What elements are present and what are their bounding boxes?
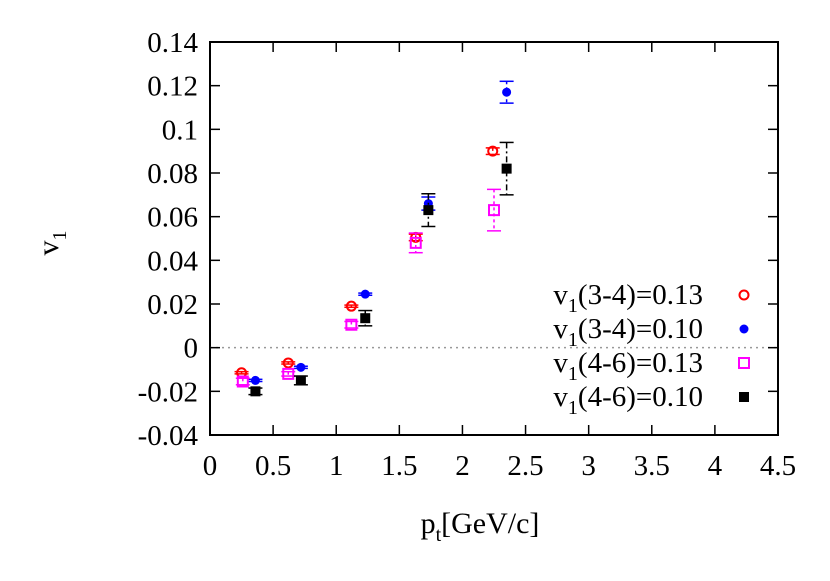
x-tick-label: 0.5	[255, 450, 291, 482]
legend-label-s2: v1(3-4)=0.10	[553, 313, 703, 351]
data-point	[250, 375, 260, 385]
data-point	[236, 375, 249, 388]
x-axis-label: pt[GeV/c]	[421, 507, 540, 546]
data-point	[501, 163, 512, 174]
x-tick-label: 4.5	[760, 450, 796, 482]
y-tick-label: 0.1	[162, 114, 198, 146]
legend-marker-s3	[738, 357, 750, 369]
x-tick-label: 1	[329, 450, 344, 482]
y-axis-label-sub: 1	[49, 231, 71, 241]
legend-markers	[738, 289, 750, 402]
y-tick-label: 0.08	[147, 158, 198, 190]
series-s2	[248, 80, 514, 385]
y-tick-label: 0.14	[147, 27, 198, 59]
data-point	[345, 300, 357, 312]
series-s1	[234, 145, 500, 379]
legend: v1(3-4)=0.13 v1(3-4)=0.10 v1(4-6)=0.13 v…	[553, 279, 750, 419]
y-tick-label: 0	[184, 333, 199, 365]
plot-frame	[209, 41, 779, 436]
y-tick-label: -0.04	[138, 420, 199, 452]
y-tick-label: 0.04	[147, 245, 198, 277]
data-series	[234, 80, 514, 397]
data-point	[409, 236, 422, 249]
y-tick-label: 0.06	[147, 202, 198, 234]
data-point	[423, 205, 434, 216]
x-axis-label-sub: t	[436, 524, 442, 546]
legend-marker-s4	[739, 392, 749, 402]
series-s3	[235, 188, 501, 388]
x-tick-label: 2	[455, 450, 470, 482]
data-point	[487, 145, 499, 157]
data-point	[250, 386, 261, 397]
y-tick-label: -0.02	[138, 376, 198, 408]
legend-marker-s2	[739, 324, 749, 334]
x-tick-label: 4	[708, 450, 723, 482]
x-tick-label: 3	[581, 450, 596, 482]
data-point	[295, 375, 306, 386]
y-tick-label: 0.12	[147, 71, 198, 103]
x-tick-label: 2.5	[507, 450, 543, 482]
legend-marker-s1	[738, 289, 750, 301]
axis-tick-labels: 0 0.5 1 1.5 2 2.5 3 3.5 4 4.5 -0.04 -0.02 0 0.02 0.04 0…	[138, 27, 797, 482]
y-tick-label: 0.02	[147, 289, 198, 321]
legend-label-s1: v1(3-4)=0.13	[553, 279, 703, 317]
data-point	[296, 362, 306, 372]
data-point	[488, 204, 500, 217]
x-tick-label: 1.5	[381, 450, 417, 482]
legend-label-s4: v1(4-6)=0.10	[553, 381, 703, 419]
x-tick-label: 0	[203, 450, 218, 482]
data-point	[360, 289, 370, 299]
x-axis-label-rest: [GeV/c]	[441, 507, 539, 540]
x-tick-label: 3.5	[634, 450, 670, 482]
data-point	[282, 357, 294, 369]
axis-ticks	[209, 41, 779, 436]
y-axis-label-main: v	[32, 241, 65, 256]
plot-area	[209, 41, 779, 436]
legend-label-s3: v1(4-6)=0.13	[553, 347, 703, 385]
data-point	[502, 87, 512, 97]
y-axis-label: v1	[32, 231, 71, 256]
data-point	[345, 318, 358, 331]
data-point	[282, 367, 295, 380]
x-axis-label-main: p	[421, 507, 436, 540]
series-s4	[248, 141, 514, 397]
data-point	[360, 313, 371, 324]
